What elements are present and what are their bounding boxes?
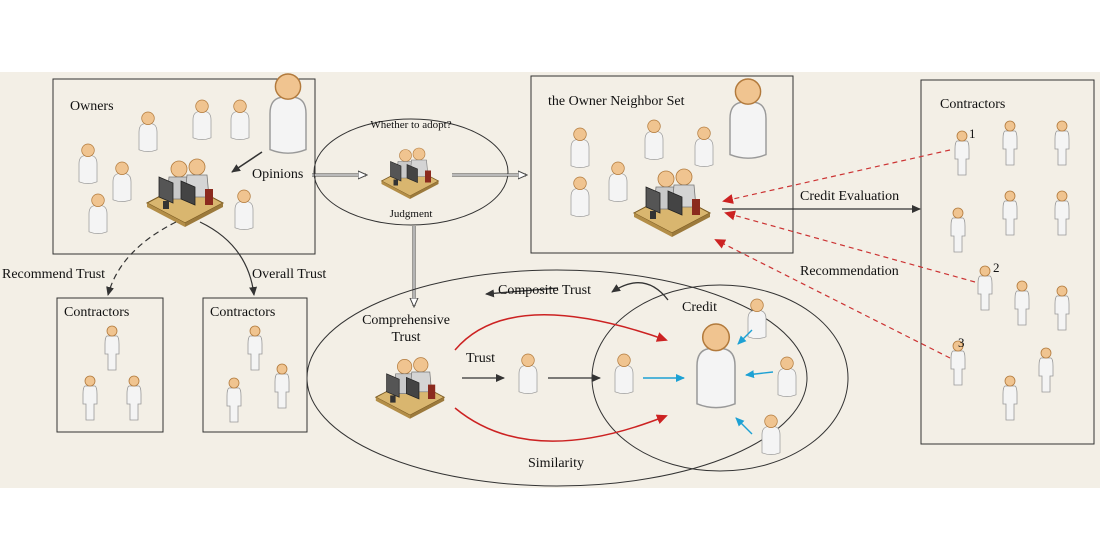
contractors-left-label: Contractors bbox=[64, 305, 129, 320]
person-icon bbox=[269, 73, 307, 154]
person-icon bbox=[644, 119, 664, 160]
person-icon bbox=[230, 99, 250, 140]
contractors-right-box bbox=[920, 79, 1095, 445]
comprehensive-trust-label-2: Trust bbox=[391, 330, 420, 345]
whether-to-adopt-label: Whether to adopt? bbox=[370, 119, 451, 131]
recommendation-arrow-2 bbox=[724, 210, 976, 283]
recommend-trust-arrow bbox=[106, 221, 177, 296]
recommendation-arrow-1 bbox=[722, 149, 951, 204]
owner-neighbor-set-box bbox=[530, 75, 794, 254]
contractors-mid-label: Contractors bbox=[210, 305, 275, 320]
comprehensive-trust-ellipse bbox=[306, 269, 808, 487]
person-icon bbox=[88, 193, 108, 234]
contractors-right-label: Contractors bbox=[940, 97, 1005, 112]
blue-arrow-bottom bbox=[735, 417, 753, 435]
recommendation-label: Recommendation bbox=[800, 264, 899, 279]
person-icon bbox=[192, 99, 212, 140]
person-icon bbox=[729, 78, 767, 159]
similarity-red-curve bbox=[454, 407, 668, 442]
person-icon bbox=[777, 356, 797, 397]
person-icon bbox=[694, 126, 714, 167]
contractors-left-box bbox=[56, 297, 164, 433]
person-icon bbox=[78, 143, 98, 184]
similarity-label: Similarity bbox=[528, 456, 584, 471]
person-icon bbox=[570, 127, 590, 168]
person-icon bbox=[234, 189, 254, 230]
judgment-ellipse bbox=[313, 118, 509, 226]
person-icon bbox=[696, 323, 736, 409]
background-band bbox=[0, 72, 1100, 488]
trust-label: Trust bbox=[466, 351, 495, 366]
person-icon bbox=[614, 353, 634, 394]
comprehensive-trust-label-1: Comprehensive bbox=[362, 313, 450, 328]
owners-label: Owners bbox=[70, 99, 114, 114]
composite-trust-arrow bbox=[485, 287, 559, 298]
owner-neighbor-set-label: the Owner Neighbor Set bbox=[548, 94, 685, 109]
recommend-trust-label: Recommend Trust bbox=[2, 267, 105, 282]
judgment-label: Judgment bbox=[390, 208, 433, 220]
contractor-number-1: 1 bbox=[969, 126, 976, 141]
person-icon bbox=[112, 161, 132, 202]
person-icon bbox=[761, 414, 781, 455]
credit-label: Credit bbox=[682, 300, 717, 315]
person-icon bbox=[570, 176, 590, 217]
person-icon bbox=[518, 353, 538, 394]
recommendation-arrow-3 bbox=[714, 239, 951, 359]
contractor-number-3: 3 bbox=[958, 335, 965, 350]
blue-arrow-top bbox=[737, 329, 753, 345]
contractor-number-2: 2 bbox=[993, 260, 1000, 275]
person-icon bbox=[608, 161, 628, 202]
credit-evaluation-label: Credit Evaluation bbox=[800, 189, 899, 204]
trust-red-curve-top bbox=[454, 314, 668, 351]
composite-trust-label: Composite Trust bbox=[498, 283, 591, 298]
opinions-label: Opinions bbox=[252, 167, 303, 182]
overall-trust-arrow bbox=[199, 221, 258, 296]
arrow-big-to-desk bbox=[231, 151, 263, 173]
overall-trust-label: Overall Trust bbox=[252, 267, 326, 282]
contractors-mid-box bbox=[202, 297, 308, 433]
composite-trust-return-arrow bbox=[611, 282, 669, 301]
person-icon bbox=[747, 298, 767, 339]
person-icon bbox=[138, 111, 158, 152]
blue-arrow-right bbox=[745, 370, 774, 379]
